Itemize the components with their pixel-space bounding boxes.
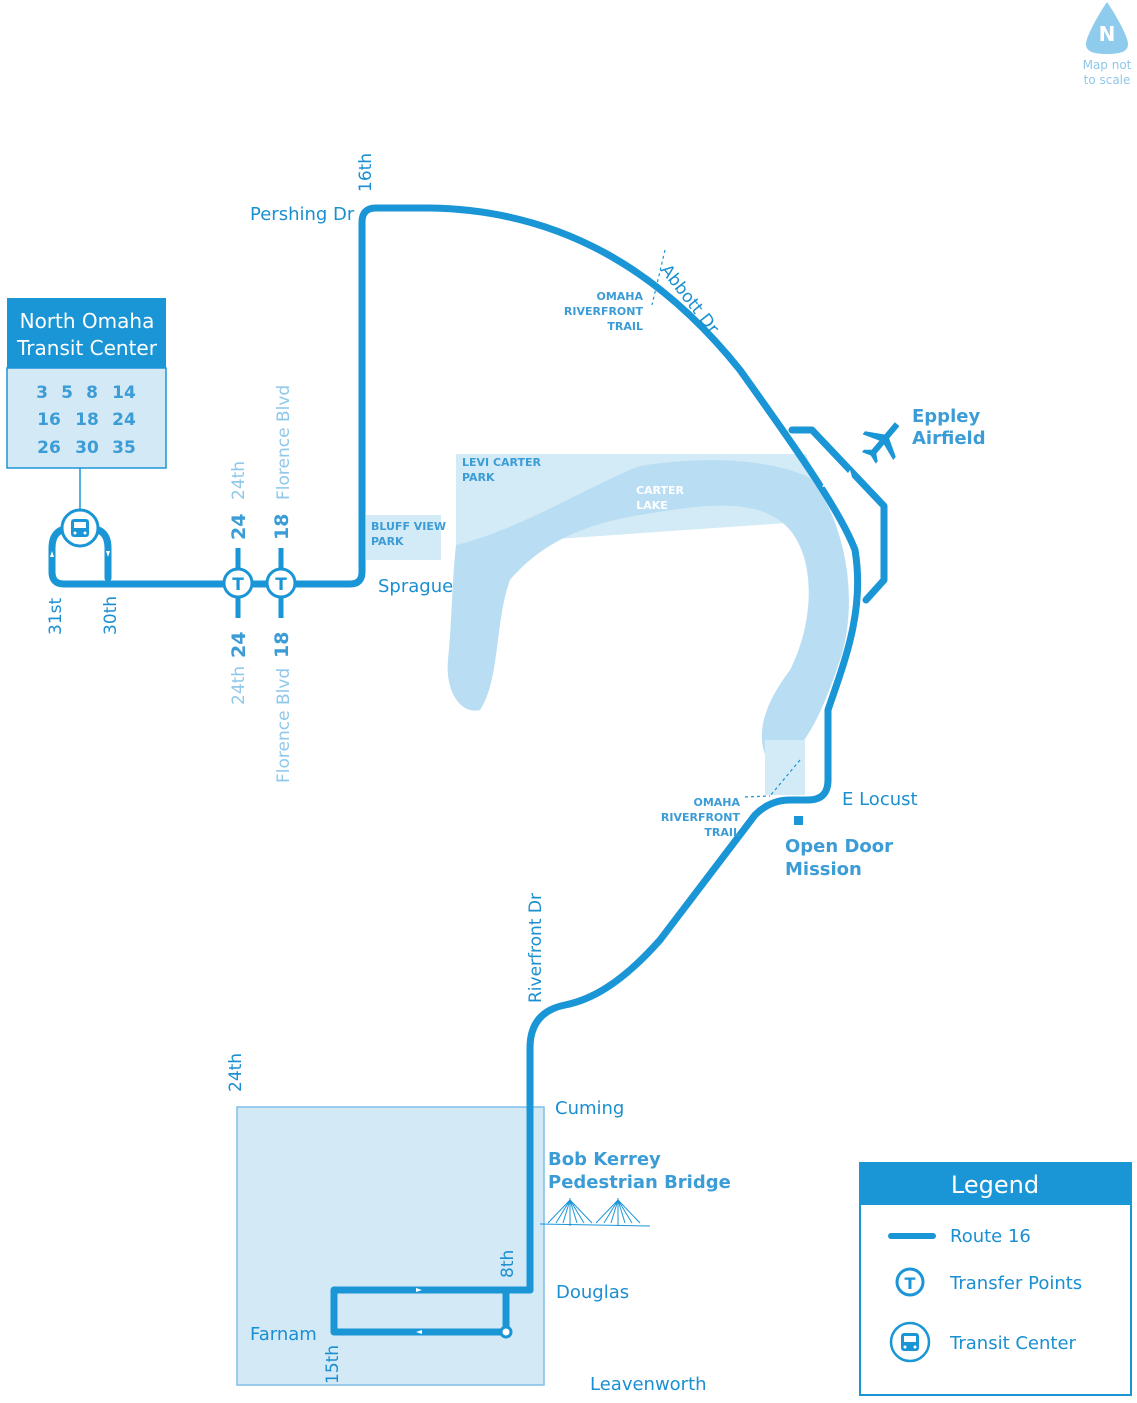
scale-note-1: Map not (1083, 58, 1132, 72)
eppley-label-1: Eppley (912, 406, 980, 427)
tc-route: 8 (86, 383, 98, 403)
svg-text:T: T (232, 575, 244, 595)
street-cuming: Cuming (555, 1098, 624, 1119)
street-sprague: Sprague (378, 576, 453, 597)
transfer-points: T T (222, 548, 297, 618)
route-18-label-bottom: 18 (271, 632, 293, 658)
legend-bus-icon (889, 1321, 931, 1363)
tc-route: 35 (112, 438, 136, 458)
route-18-label-top: 18 (271, 514, 293, 540)
north-compass-icon: N (1086, 2, 1128, 54)
street-abbott: Abbott Dr (656, 261, 723, 338)
eppley-label-2: Airfield (912, 428, 986, 449)
transfer-point-icon: T (265, 567, 297, 599)
tc-route: 24 (112, 410, 136, 430)
carter-lake (447, 460, 849, 765)
bridge-label-1: Bob Kerrey (548, 1149, 661, 1170)
street-24th-top: 24th (229, 461, 249, 500)
scale-note-2: to scale (1084, 73, 1131, 87)
mission-label-1: Open Door (785, 836, 893, 857)
levi-carter-label-2: PARK (462, 471, 495, 484)
legend-route: Route 16 (950, 1226, 1031, 1247)
bridge-icon (539, 1198, 651, 1227)
trail-north-3: TRAIL (607, 320, 643, 333)
levi-carter-label-1: LEVI CARTER (462, 456, 542, 469)
street-douglas: Douglas (556, 1282, 629, 1303)
street-24th-south: 24th (226, 1053, 246, 1092)
street-leavenworth: Leavenworth (590, 1374, 707, 1395)
airplane-icon (861, 422, 900, 464)
transit-center-bus-icon (60, 508, 100, 548)
route-24-label-bottom: 24 (228, 632, 250, 658)
trail-south-3: TRAIL (704, 826, 740, 839)
street-30th: 30th (101, 596, 121, 635)
legend: Legend Route 16 T Transfer Points Transi… (859, 1162, 1132, 1396)
trail-north-1: OMAHA (596, 290, 643, 303)
bluff-view-label-2: PARK (371, 535, 404, 548)
tc-route: 5 (61, 383, 73, 403)
transfer-point-icon: T (222, 567, 254, 599)
street-15th: 15th (323, 1345, 343, 1384)
tc-route: 14 (112, 383, 136, 403)
street-16th: 16th (356, 153, 376, 192)
legend-title: Legend (951, 1171, 1039, 1199)
legend-transfer: Transfer Points (949, 1273, 1082, 1294)
mission-label-2: Mission (785, 859, 862, 880)
tc-route: 16 (37, 410, 61, 430)
svg-text:T: T (275, 575, 287, 595)
mission-marker (794, 816, 803, 825)
tc-route: 18 (75, 410, 99, 430)
tc-route: 3 (36, 383, 48, 403)
street-pershing: Pershing Dr (250, 204, 355, 225)
trail-south-1: OMAHA (693, 796, 740, 809)
compass-letter: N (1099, 22, 1116, 46)
tc-route: 30 (75, 438, 99, 458)
route-terminus (499, 1325, 513, 1339)
route-24-label-top: 24 (228, 514, 250, 540)
trail-north-2: RIVERFRONT (564, 305, 644, 318)
lake-strip (765, 740, 805, 795)
bluff-view-park (366, 515, 441, 560)
legend-transit: Transit Center (949, 1333, 1077, 1354)
street-24th-bottom: 24th (229, 666, 249, 705)
carter-lake-label-1: CARTER (636, 484, 685, 497)
carter-lake-label-2: LAKE (636, 499, 668, 512)
street-e-locust: E Locust (842, 789, 918, 810)
downtown-area (236, 1106, 545, 1386)
street-8th: 8th (498, 1250, 518, 1278)
street-florence-top: Florence Blvd (274, 385, 294, 500)
bridge-label-2: Pedestrian Bridge (548, 1172, 731, 1193)
street-florence-bottom: Florence Blvd (274, 668, 294, 783)
transit-center-card: North Omaha Transit Center 3 5 8 14 16 1… (6, 298, 167, 469)
direction-arrows (50, 470, 852, 1334)
trail-south-2: RIVERFRONT (661, 811, 741, 824)
tc-route: 26 (37, 438, 61, 458)
street-31st: 31st (46, 598, 66, 635)
transit-center-title-2: Transit Center (16, 336, 158, 360)
bluff-view-label-1: BLUFF VIEW (371, 520, 446, 533)
street-farnam: Farnam (250, 1324, 317, 1345)
legend-transfer-icon: T (895, 1267, 925, 1297)
transit-center-title-1: North Omaha (20, 309, 155, 333)
svg-text:T: T (905, 1274, 916, 1293)
street-riverfront: Riverfront Dr (526, 893, 546, 1003)
